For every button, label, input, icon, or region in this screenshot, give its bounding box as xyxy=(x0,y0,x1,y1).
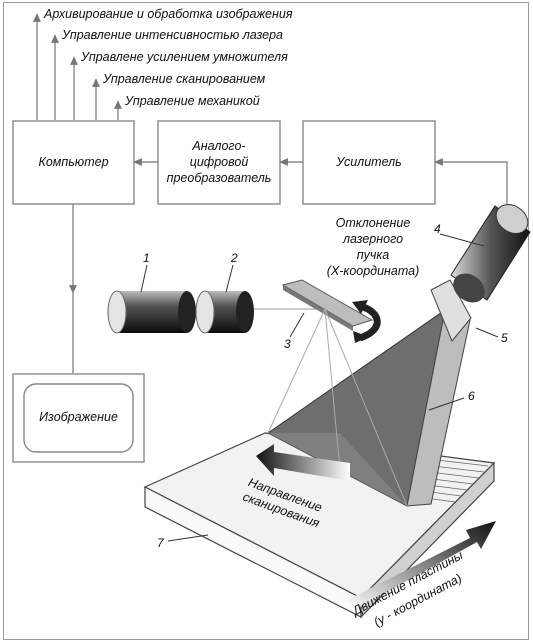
output-label-scan: Управление сканированием xyxy=(103,72,266,86)
laser-1 xyxy=(107,290,196,334)
computer-label: Компьютер xyxy=(38,155,109,169)
adc-label-2: цифровой xyxy=(189,155,249,169)
number-3: 3 xyxy=(284,337,291,351)
amplifier-label: Усилитель xyxy=(336,155,402,169)
output-label-gain: Управлене усилением умножителя xyxy=(81,50,288,64)
optics-2 xyxy=(195,290,254,334)
output-label-laser-intensity: Управление интенсивностью лазера xyxy=(62,28,283,42)
scan-direction-arrow xyxy=(256,444,350,481)
monitor-screen xyxy=(23,383,134,453)
adc-box xyxy=(157,120,281,205)
scanning-mirror-3 xyxy=(281,279,381,343)
output-arrows xyxy=(33,13,122,120)
number-6: 6 xyxy=(468,389,475,403)
adc-label-3: преобразователь xyxy=(166,171,272,185)
scan-beams xyxy=(267,308,408,507)
monitor-label: Изображение xyxy=(39,410,118,424)
output-label-mechanics: Управление механикой xyxy=(125,94,260,108)
deflection-label-2: лазерного xyxy=(342,232,404,246)
number-1: 1 xyxy=(143,251,150,265)
deflection-label-3: пучка xyxy=(356,248,390,262)
plate-motion-arrow xyxy=(347,521,496,610)
output-label-archive: Архивирование и обработка изображения xyxy=(44,7,293,21)
number-5: 5 xyxy=(501,331,508,345)
amplifier-box xyxy=(302,120,436,205)
adc-label-1: Аналого- xyxy=(192,139,246,153)
number-4: 4 xyxy=(434,222,441,236)
deflection-label-1: Отклонение xyxy=(335,216,411,230)
deflection-label-4: (X-координата) xyxy=(326,264,420,278)
number-2: 2 xyxy=(231,251,238,265)
filter-5 xyxy=(430,279,472,342)
number-7: 7 xyxy=(157,536,164,550)
photomultiplier-4 xyxy=(450,204,531,303)
